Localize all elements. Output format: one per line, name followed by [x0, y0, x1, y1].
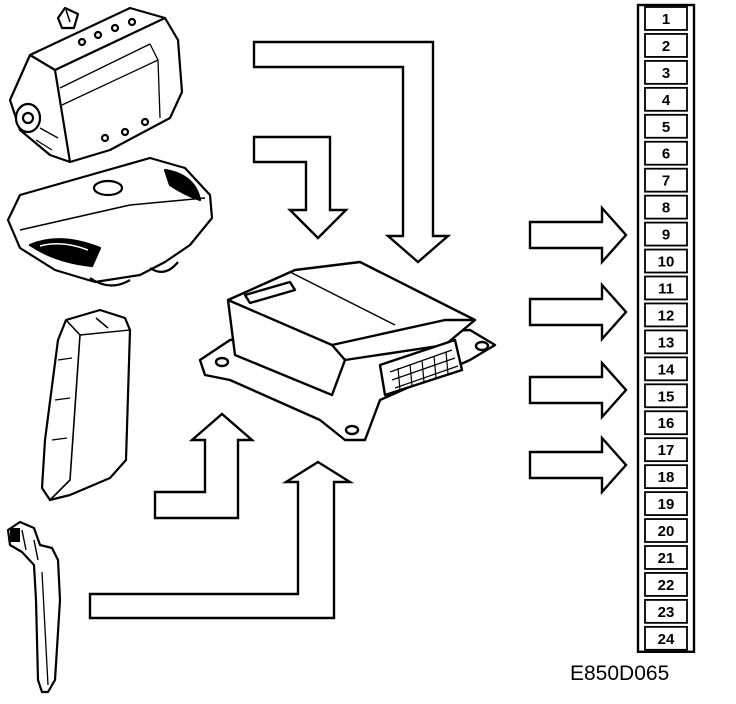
- pin-label: 8: [662, 200, 670, 217]
- arrow-pins-14-15: [528, 359, 628, 421]
- arrow-belt-tensioner: [88, 460, 355, 620]
- arrow-pins-11-12: [528, 281, 628, 343]
- pin-cell: [644, 329, 688, 355]
- pin-label: 3: [662, 65, 670, 82]
- pin-table-frame: [636, 3, 696, 653]
- pin-label: 13: [658, 334, 675, 351]
- pin-cell: [644, 599, 688, 624]
- pin-cell: [644, 545, 688, 570]
- pin-cell: [644, 275, 688, 301]
- pin-label: 5: [662, 119, 670, 136]
- seat-belt-pretensioner: [6, 520, 62, 694]
- pin-cell: [644, 302, 688, 328]
- pin-label: 20: [658, 523, 675, 540]
- pin-label: 18: [658, 469, 675, 486]
- arrow-steering-airbag: [252, 135, 349, 240]
- pin-cell: [644, 194, 688, 220]
- pin-cell: [644, 167, 688, 193]
- arrow-pins-8-9: [528, 204, 628, 266]
- pin-cell: [644, 625, 688, 651]
- pin-cell: [644, 33, 688, 58]
- pin-label: 15: [658, 388, 675, 405]
- pin-cell: [644, 113, 688, 139]
- arrow-side-airbag: [153, 412, 256, 520]
- pin-label: 24: [658, 631, 675, 648]
- pin-label: 6: [662, 146, 670, 163]
- pin-label: 7: [662, 173, 670, 190]
- pin-cell: [644, 518, 688, 543]
- pin-cell: [644, 464, 688, 489]
- pin-label: 17: [658, 442, 675, 459]
- pin-cell: [644, 437, 688, 463]
- pin-label: 4: [662, 92, 671, 109]
- pin-label: 2: [662, 38, 670, 55]
- pin-label: 14: [658, 361, 675, 378]
- pin-label: 9: [662, 227, 670, 244]
- pin-label: 22: [658, 577, 675, 594]
- pin-label: 10: [658, 254, 675, 271]
- pin-cell: [644, 248, 688, 274]
- airbag-control-unit: [198, 260, 497, 442]
- pin-cell: [644, 383, 688, 409]
- pin-cell: [644, 491, 688, 516]
- arrow-pins-17-18: [528, 434, 628, 496]
- pin-cell: [644, 86, 688, 112]
- pin-label: 1: [662, 11, 670, 28]
- pin-cell: [644, 410, 688, 436]
- output-arrows: [528, 204, 628, 496]
- pin-cell: [644, 140, 688, 166]
- figure-code: E850D065: [570, 662, 670, 685]
- pin-cell: [644, 60, 688, 85]
- pin-label: 23: [658, 604, 675, 621]
- pin-label: 11: [658, 280, 674, 297]
- pin-label: 12: [658, 307, 675, 324]
- side-airbag-module: [40, 308, 132, 502]
- passenger-airbag-module: [8, 6, 184, 164]
- pin-cell: [644, 6, 688, 31]
- pin-cell: [644, 356, 688, 382]
- pin-label: 21: [658, 550, 675, 567]
- pin-label: 19: [658, 496, 675, 513]
- arrow-passenger-airbag: [252, 40, 452, 264]
- input-arrows: [88, 40, 452, 620]
- pin-label: 16: [658, 415, 675, 432]
- steering-wheel-airbag-module: [6, 156, 214, 287]
- pin-cell: [644, 221, 688, 247]
- pin-cell: [644, 572, 688, 597]
